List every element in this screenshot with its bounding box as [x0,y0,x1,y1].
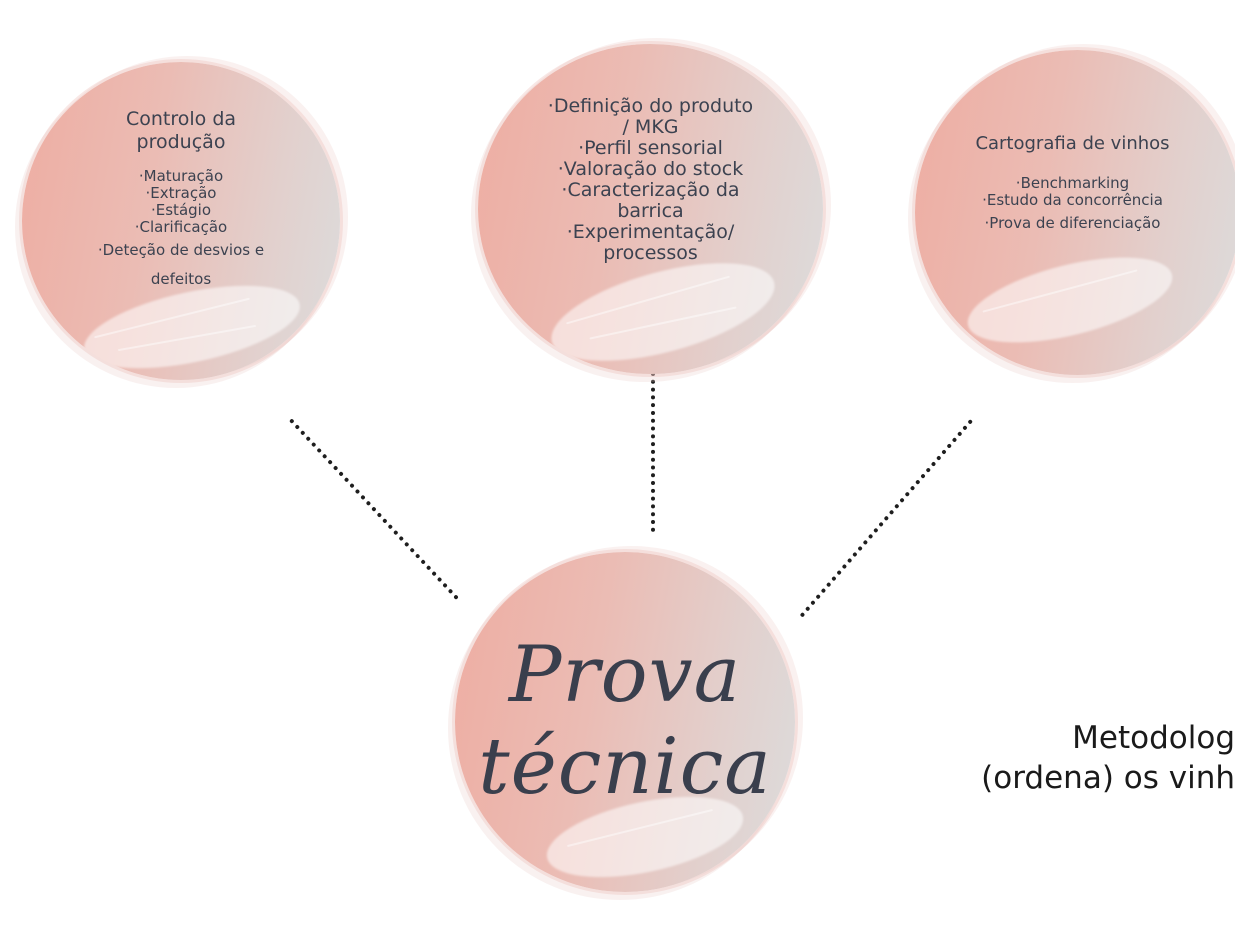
circle-cartografia-vinhos: Cartografia de vinhos ·Benchmarking ·Est… [915,50,1235,375]
circle-definicao-produto: ·Definição do produto / MKG ·Perfil sens… [478,44,823,374]
circle-middle-item: ·Definição do produto [547,95,754,117]
circle-middle-item: ·Caracterização da [561,179,740,201]
circle-controlo-producao: Controlo da produção ·Maturação ·Extraçã… [22,62,340,380]
circle-middle-item: ·Experimentação/ [566,221,735,243]
circle-right-item: ·Estudo da concorrência [982,191,1163,209]
circle-prova-tecnica: Prova técnica [455,552,795,892]
circle-left-item: defeitos [150,270,212,288]
circle-left-item: ·Extração [145,184,217,202]
circle-middle-item: / MKG [622,116,679,138]
circle-right-title: Cartografia de vinhos [975,133,1170,154]
circle-middle-item: barrica [617,200,684,222]
circle-left-item: ·Deteção de desvios e [97,241,265,259]
connector-middle [651,372,655,532]
circle-left-title: Controlo da produção [125,108,237,153]
connector-left [289,418,460,601]
circle-middle-item: processos [603,242,698,264]
footer-line-1: Metodolog [1072,720,1235,756]
circle-left-item: ·Clarificação [134,218,228,236]
circle-middle-item: ·Valoração do stock [557,158,744,180]
circle-right-content: Cartografia de vinhos ·Benchmarking ·Est… [915,132,1230,232]
prova-word: Prova [508,630,742,720]
circle-left-content: Controlo da produção ·Maturação ·Extraçã… [22,108,340,288]
circle-right-item: ·Prova de diferenciação [984,214,1161,232]
circle-right-item: ·Benchmarking [1015,174,1130,192]
tecnica-word: técnica [478,722,772,812]
connector-right [799,419,974,618]
footer-line-2: (ordena) os vinh [981,760,1235,796]
brush-swipe [959,240,1181,360]
circle-middle-item: ·Perfil sensorial [578,137,723,159]
circle-left-item: ·Maturação [138,167,224,185]
circle-left-item: ·Estágio [151,201,211,219]
circle-middle-content: ·Definição do produto / MKG ·Perfil sens… [478,96,823,264]
